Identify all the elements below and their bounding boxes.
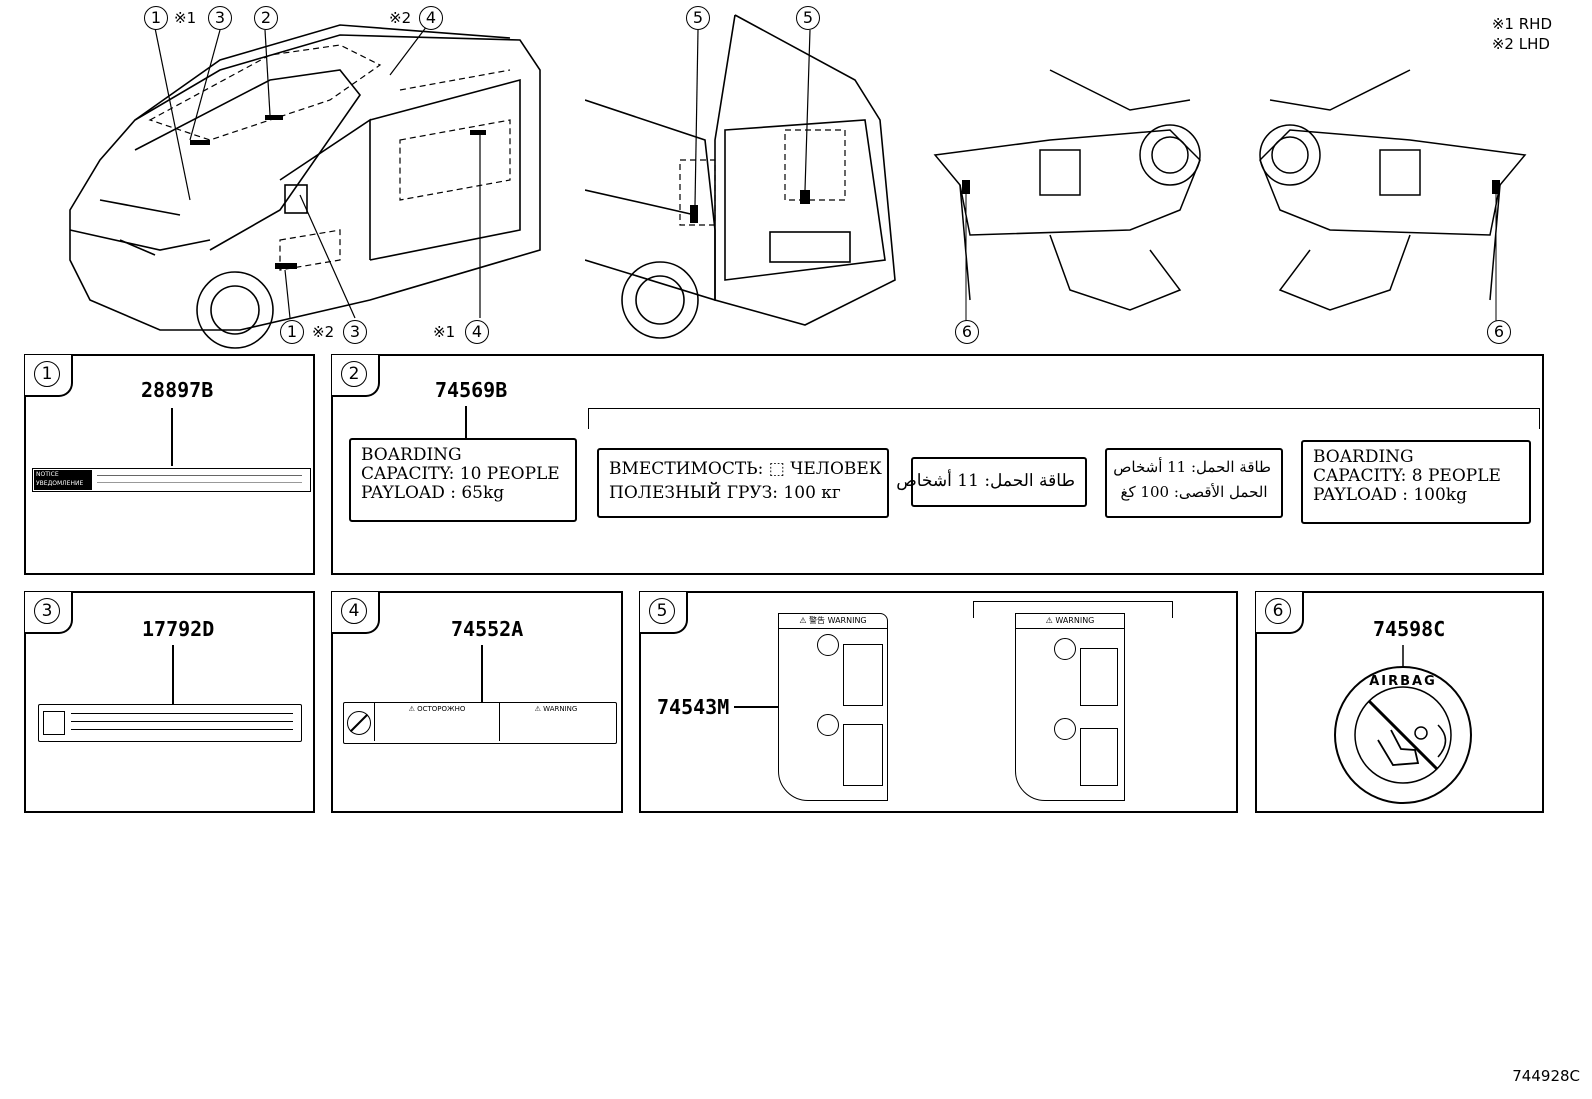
part-number-74598C: 74598C [1373, 617, 1446, 641]
leader-line [171, 408, 173, 466]
part-number-17792D: 17792D [142, 617, 215, 641]
prohibition-icon [347, 711, 371, 735]
part-number-74552A: 74552A [451, 617, 524, 641]
van-front-illustration [69, 21, 541, 349]
part-number-74569B: 74569B [435, 378, 508, 402]
airbag-label-icon: AIRBAG [1334, 645, 1472, 804]
callout-1-bottom: 1 [280, 320, 304, 344]
callout-2-top: 2 [254, 6, 278, 30]
panel-5: 5 74543M ⚠ 警告 WARNING ⚠ WARNING [639, 591, 1238, 813]
dashboard-lhd-illustration [1259, 69, 1527, 322]
callout-rhd-mark-a: ※1 [174, 9, 197, 27]
legend-rhd: ※1 RHD [1491, 15, 1552, 33]
label-capacity-10: BOARDING CAPACITY: 10 PEOPLE PAYLOAD : 6… [349, 438, 577, 522]
callout-3-top: 3 [208, 6, 232, 30]
leader-line [734, 706, 778, 708]
part-number-74543M: 74543M [657, 695, 730, 719]
panel-3-index: 3 [25, 592, 73, 634]
label-capacity-arabic-1: طاقة الحمل: 11 أشخاص [896, 457, 1087, 507]
region-legend: ※1 RHD ※2 LHD [1492, 14, 1552, 54]
panel-3: 3 17792D [24, 591, 315, 813]
leader-line [172, 645, 174, 705]
warning-en: ⚠ WARNING [534, 705, 578, 713]
part-number-28897B: 28897B [141, 378, 214, 402]
diagram-reference: 744928C [1512, 1067, 1580, 1085]
variant-bracket [973, 601, 1173, 618]
callout-rhd-mark-b: ※1 [433, 323, 456, 341]
callout-3-bottom: 3 [343, 320, 367, 344]
label-capacity-8: BOARDING CAPACITY: 8 PEOPLE PAYLOAD : 10… [1301, 440, 1531, 524]
label-notice-strip: NOTICE УВЕДОМЛЕНИЕ [32, 468, 311, 492]
label-capacity-arabic-2: طاقة الحمل: 11 أشخاص الحمل الأقصى: 100 ك… [1105, 448, 1283, 518]
dashboard-rhd-illustration [933, 69, 1201, 322]
panel-1-index: 1 [25, 355, 73, 397]
callout-6-right: 6 [1487, 320, 1511, 344]
callout-lhd-mark-b: ※2 [312, 323, 335, 341]
callout-1-top: 1 [144, 6, 168, 30]
callout-6-left: 6 [955, 320, 979, 344]
panel-6-index: 6 [1256, 592, 1304, 634]
label-warning-lhd: ⚠ WARNING [1015, 613, 1125, 801]
callout-5-left: 5 [686, 6, 710, 30]
label-strip [38, 704, 302, 742]
legend-lhd: ※2 LHD [1491, 35, 1550, 53]
panel-2-index: 2 [332, 355, 380, 397]
callout-4-top: 4 [419, 6, 443, 30]
label-warning-strip: ⚠ ОСТОРОЖНО ⚠ WARNING [343, 702, 617, 744]
variant-bracket [588, 408, 1540, 429]
leader-line [465, 406, 467, 438]
panel-4: 4 74552A ⚠ ОСТОРОЖНО ⚠ WARNING [331, 591, 623, 813]
panel-5-index: 5 [640, 592, 688, 634]
panel-1: 1 28897B NOTICE УВЕДОМЛЕНИЕ [24, 354, 315, 575]
warning-ru: ⚠ ОСТОРОЖНО [374, 703, 500, 741]
label-warning-rhd: ⚠ 警告 WARNING [778, 613, 888, 801]
van-rear-illustration [585, 14, 896, 339]
callout-4-bottom: 4 [465, 320, 489, 344]
panel-6: 6 74598C AIRBAG [1255, 591, 1544, 813]
notice-badge: NOTICE УВЕДОМЛЕНИЕ [34, 470, 92, 490]
panel-4-index: 4 [332, 592, 380, 634]
callout-lhd-mark-a: ※2 [389, 9, 412, 27]
panel-2: 2 74569B BOARDING CAPACITY: 10 PEOPLE PA… [331, 354, 1544, 575]
callout-5-right: 5 [796, 6, 820, 30]
leader-line [481, 645, 483, 703]
airbag-text: AIRBAG [1369, 674, 1437, 689]
label-capacity-russian: ВМЕСТИМОСТЬ: ⬚ ЧЕЛОВЕК ПОЛЕЗНЫЙ ГРУЗ: 10… [597, 448, 889, 518]
